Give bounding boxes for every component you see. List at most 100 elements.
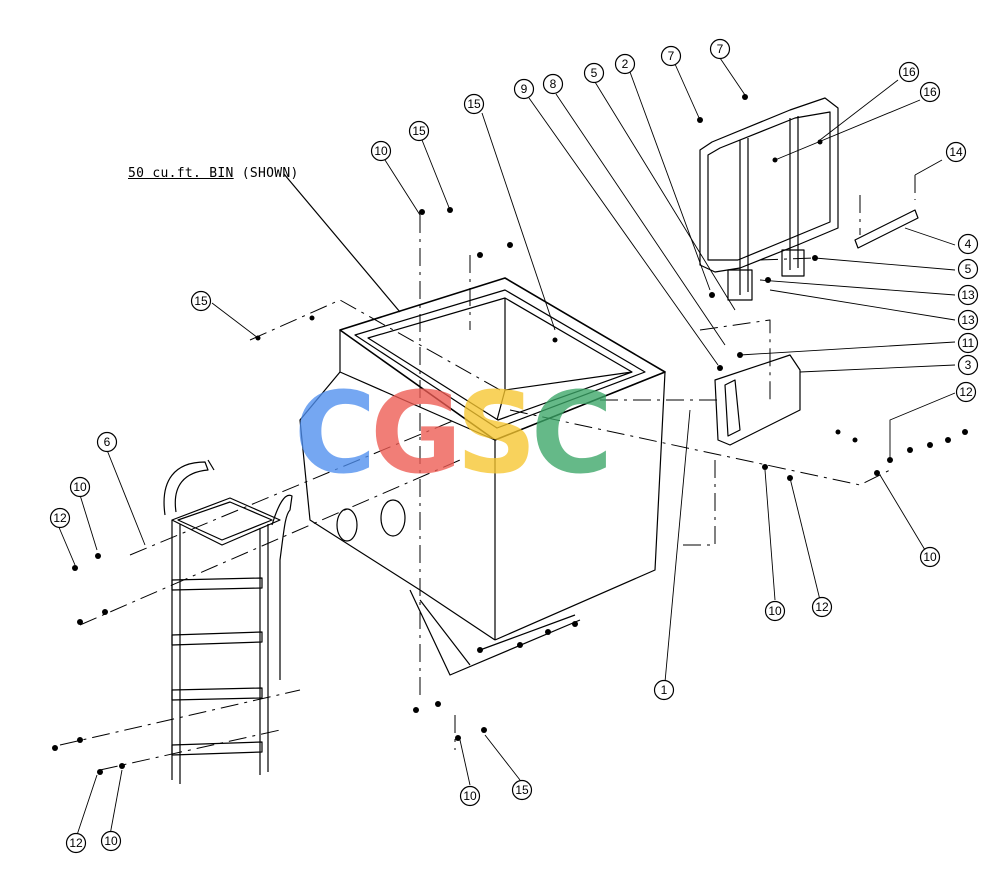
callout-circle <box>408 120 430 142</box>
callout-c-4: 4 <box>957 233 979 255</box>
callout-number: 10 <box>104 834 118 848</box>
callout-number: 8 <box>550 77 557 91</box>
callout-circle <box>957 332 979 354</box>
callout-circle <box>583 62 605 84</box>
callout-c-7a: 7 <box>660 45 682 67</box>
callout-number: 9 <box>521 82 528 96</box>
callout-number: 16 <box>902 65 916 79</box>
callout-c-10d: 10 <box>69 476 91 498</box>
callout-c-15c: 15 <box>463 93 485 115</box>
callout-circle <box>957 284 979 306</box>
bin-size-note: 50 cu.ft. BIN (SHOWN) <box>128 166 299 181</box>
callout-c-9: 9 <box>513 78 535 100</box>
callout-number: 15 <box>412 124 426 138</box>
callout-c-14: 14 <box>945 141 967 163</box>
callout-number: 10 <box>374 144 388 158</box>
callout-number: 10 <box>463 789 477 803</box>
callout-number: 7 <box>668 49 675 63</box>
callout-c-7b: 7 <box>709 38 731 60</box>
callout-number: 12 <box>53 511 67 525</box>
callout-circle <box>69 476 91 498</box>
watermark-letter-4: C <box>530 369 613 499</box>
watermark-letter-2: G <box>370 369 462 499</box>
guard-rail <box>699 97 839 301</box>
callout-circle <box>764 600 786 622</box>
cgsc-watermark: CGSC <box>294 369 613 499</box>
callout-number: 12 <box>69 836 83 850</box>
bin-body <box>299 277 666 676</box>
callout-circle <box>955 381 977 403</box>
callout-number: 6 <box>104 435 111 449</box>
callout-number: 10 <box>768 604 782 618</box>
callout-circle <box>919 546 941 568</box>
callout-c-12a: 12 <box>955 381 977 403</box>
callout-circle <box>513 78 535 100</box>
callout-number: 14 <box>949 145 963 159</box>
callout-c-2: 2 <box>614 53 636 75</box>
callout-c-8: 8 <box>542 73 564 95</box>
callout-c-10f: 10 <box>100 830 122 852</box>
callout-c-15d: 15 <box>511 779 533 801</box>
callout-number: 5 <box>591 66 598 80</box>
callout-number: 15 <box>515 783 529 797</box>
callout-c-12d: 12 <box>65 832 87 854</box>
callout-circle <box>511 779 533 801</box>
mount-bracket <box>714 209 919 446</box>
bin-size-suffix: (SHOWN) <box>241 166 299 181</box>
callout-circle <box>898 61 920 83</box>
callout-circle <box>811 596 833 618</box>
callout-circle <box>463 93 485 115</box>
callout-c-12b: 12 <box>811 596 833 618</box>
bin-note-leader <box>283 173 401 313</box>
callout-number: 5 <box>965 262 972 276</box>
callout-circle <box>190 290 212 312</box>
callout-circle <box>653 679 675 701</box>
callout-circle <box>957 354 979 376</box>
callout-circle <box>96 431 118 453</box>
callout-number: 13 <box>961 313 975 327</box>
callout-circle <box>957 309 979 331</box>
callout-number: 15 <box>194 294 208 308</box>
callout-circle <box>100 830 122 852</box>
callout-circle <box>957 258 979 280</box>
callout-number: 3 <box>965 358 972 372</box>
callout-c-12c: 12 <box>49 507 71 529</box>
callout-c-5b: 5 <box>957 258 979 280</box>
callout-c-10c: 10 <box>764 600 786 622</box>
watermark-letter-1: C <box>294 369 376 499</box>
callout-c-6: 6 <box>96 431 118 453</box>
callout-circle <box>49 507 71 529</box>
callout-number: 10 <box>73 480 87 494</box>
ladder <box>163 459 293 784</box>
callout-c-5a: 5 <box>583 62 605 84</box>
callout-c-13b: 13 <box>957 309 979 331</box>
callout-circle <box>614 53 636 75</box>
callout-c-10e: 10 <box>459 785 481 807</box>
callout-circle <box>660 45 682 67</box>
callout-number: 7 <box>717 42 724 56</box>
watermark-letter-3: S <box>456 369 537 499</box>
callout-c-10b: 10 <box>919 546 941 568</box>
callout-c-15b: 15 <box>408 120 430 142</box>
callout-c-15a: 15 <box>190 290 212 312</box>
callout-c-11: 11 <box>957 332 979 354</box>
callout-circle <box>945 141 967 163</box>
callout-number: 2 <box>622 57 629 71</box>
callout-number: 4 <box>965 237 972 251</box>
callout-number: 15 <box>467 97 481 111</box>
callout-circle <box>459 785 481 807</box>
callout-c-13a: 13 <box>957 284 979 306</box>
callout-circle <box>919 81 941 103</box>
callout-c-16a: 16 <box>898 61 920 83</box>
callout-c-3: 3 <box>957 354 979 376</box>
callout-number: 12 <box>815 600 829 614</box>
callout-number: 11 <box>962 336 975 350</box>
callout-number: 16 <box>923 85 937 99</box>
callout-circle <box>709 38 731 60</box>
callout-number: 13 <box>961 288 975 302</box>
bin-size-label: 50 cu.ft. BIN <box>128 166 234 181</box>
callout-c-10a: 10 <box>370 140 392 162</box>
callout-circle <box>65 832 87 854</box>
callout-circle <box>542 73 564 95</box>
